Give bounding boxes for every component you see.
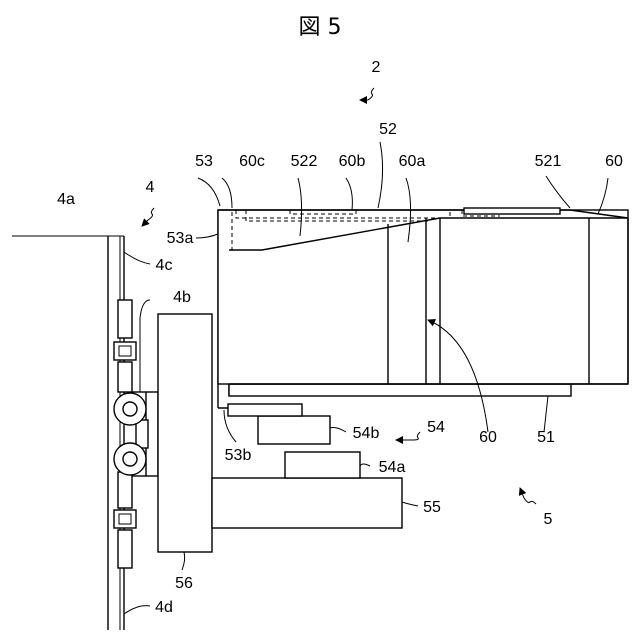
body-60 xyxy=(218,210,628,384)
label-53b: 53b xyxy=(225,447,252,464)
label-5: 5 xyxy=(544,511,553,528)
label-53a: 53a xyxy=(167,230,194,247)
figure-title: 図 5 xyxy=(299,15,342,40)
label-60-top: 60 xyxy=(605,153,623,170)
strip-521 xyxy=(464,208,560,214)
label-60a: 60a xyxy=(399,153,426,170)
label-522: 522 xyxy=(291,153,318,170)
rail-brackets xyxy=(114,300,136,568)
base-51 xyxy=(229,384,571,396)
label-54: 54 xyxy=(427,419,445,436)
label-4: 4 xyxy=(146,179,155,196)
carriage-4b xyxy=(114,392,158,476)
label-4c: 4c xyxy=(156,257,173,274)
label-55: 55 xyxy=(423,499,441,516)
label-51: 51 xyxy=(537,429,555,446)
label-4a: 4a xyxy=(57,191,75,208)
label-54a: 54a xyxy=(379,459,406,476)
label-52: 52 xyxy=(379,121,397,138)
label-54b: 54b xyxy=(353,425,380,442)
label-4d: 4d xyxy=(155,599,173,616)
label-60c: 60c xyxy=(239,153,265,170)
plate-55 xyxy=(212,478,402,528)
block-54b xyxy=(258,416,330,444)
label-2: 2 xyxy=(372,59,381,76)
block-54-mid xyxy=(228,404,302,416)
label-60b: 60b xyxy=(339,153,366,170)
wall-4a xyxy=(12,236,124,630)
label-521: 521 xyxy=(535,153,562,170)
block-54a xyxy=(285,452,360,478)
label-4b: 4b xyxy=(173,289,191,306)
label-56: 56 xyxy=(175,575,193,592)
block-56 xyxy=(158,314,212,552)
label-53: 53 xyxy=(195,153,213,170)
label-60-mid: 60 xyxy=(479,429,497,446)
